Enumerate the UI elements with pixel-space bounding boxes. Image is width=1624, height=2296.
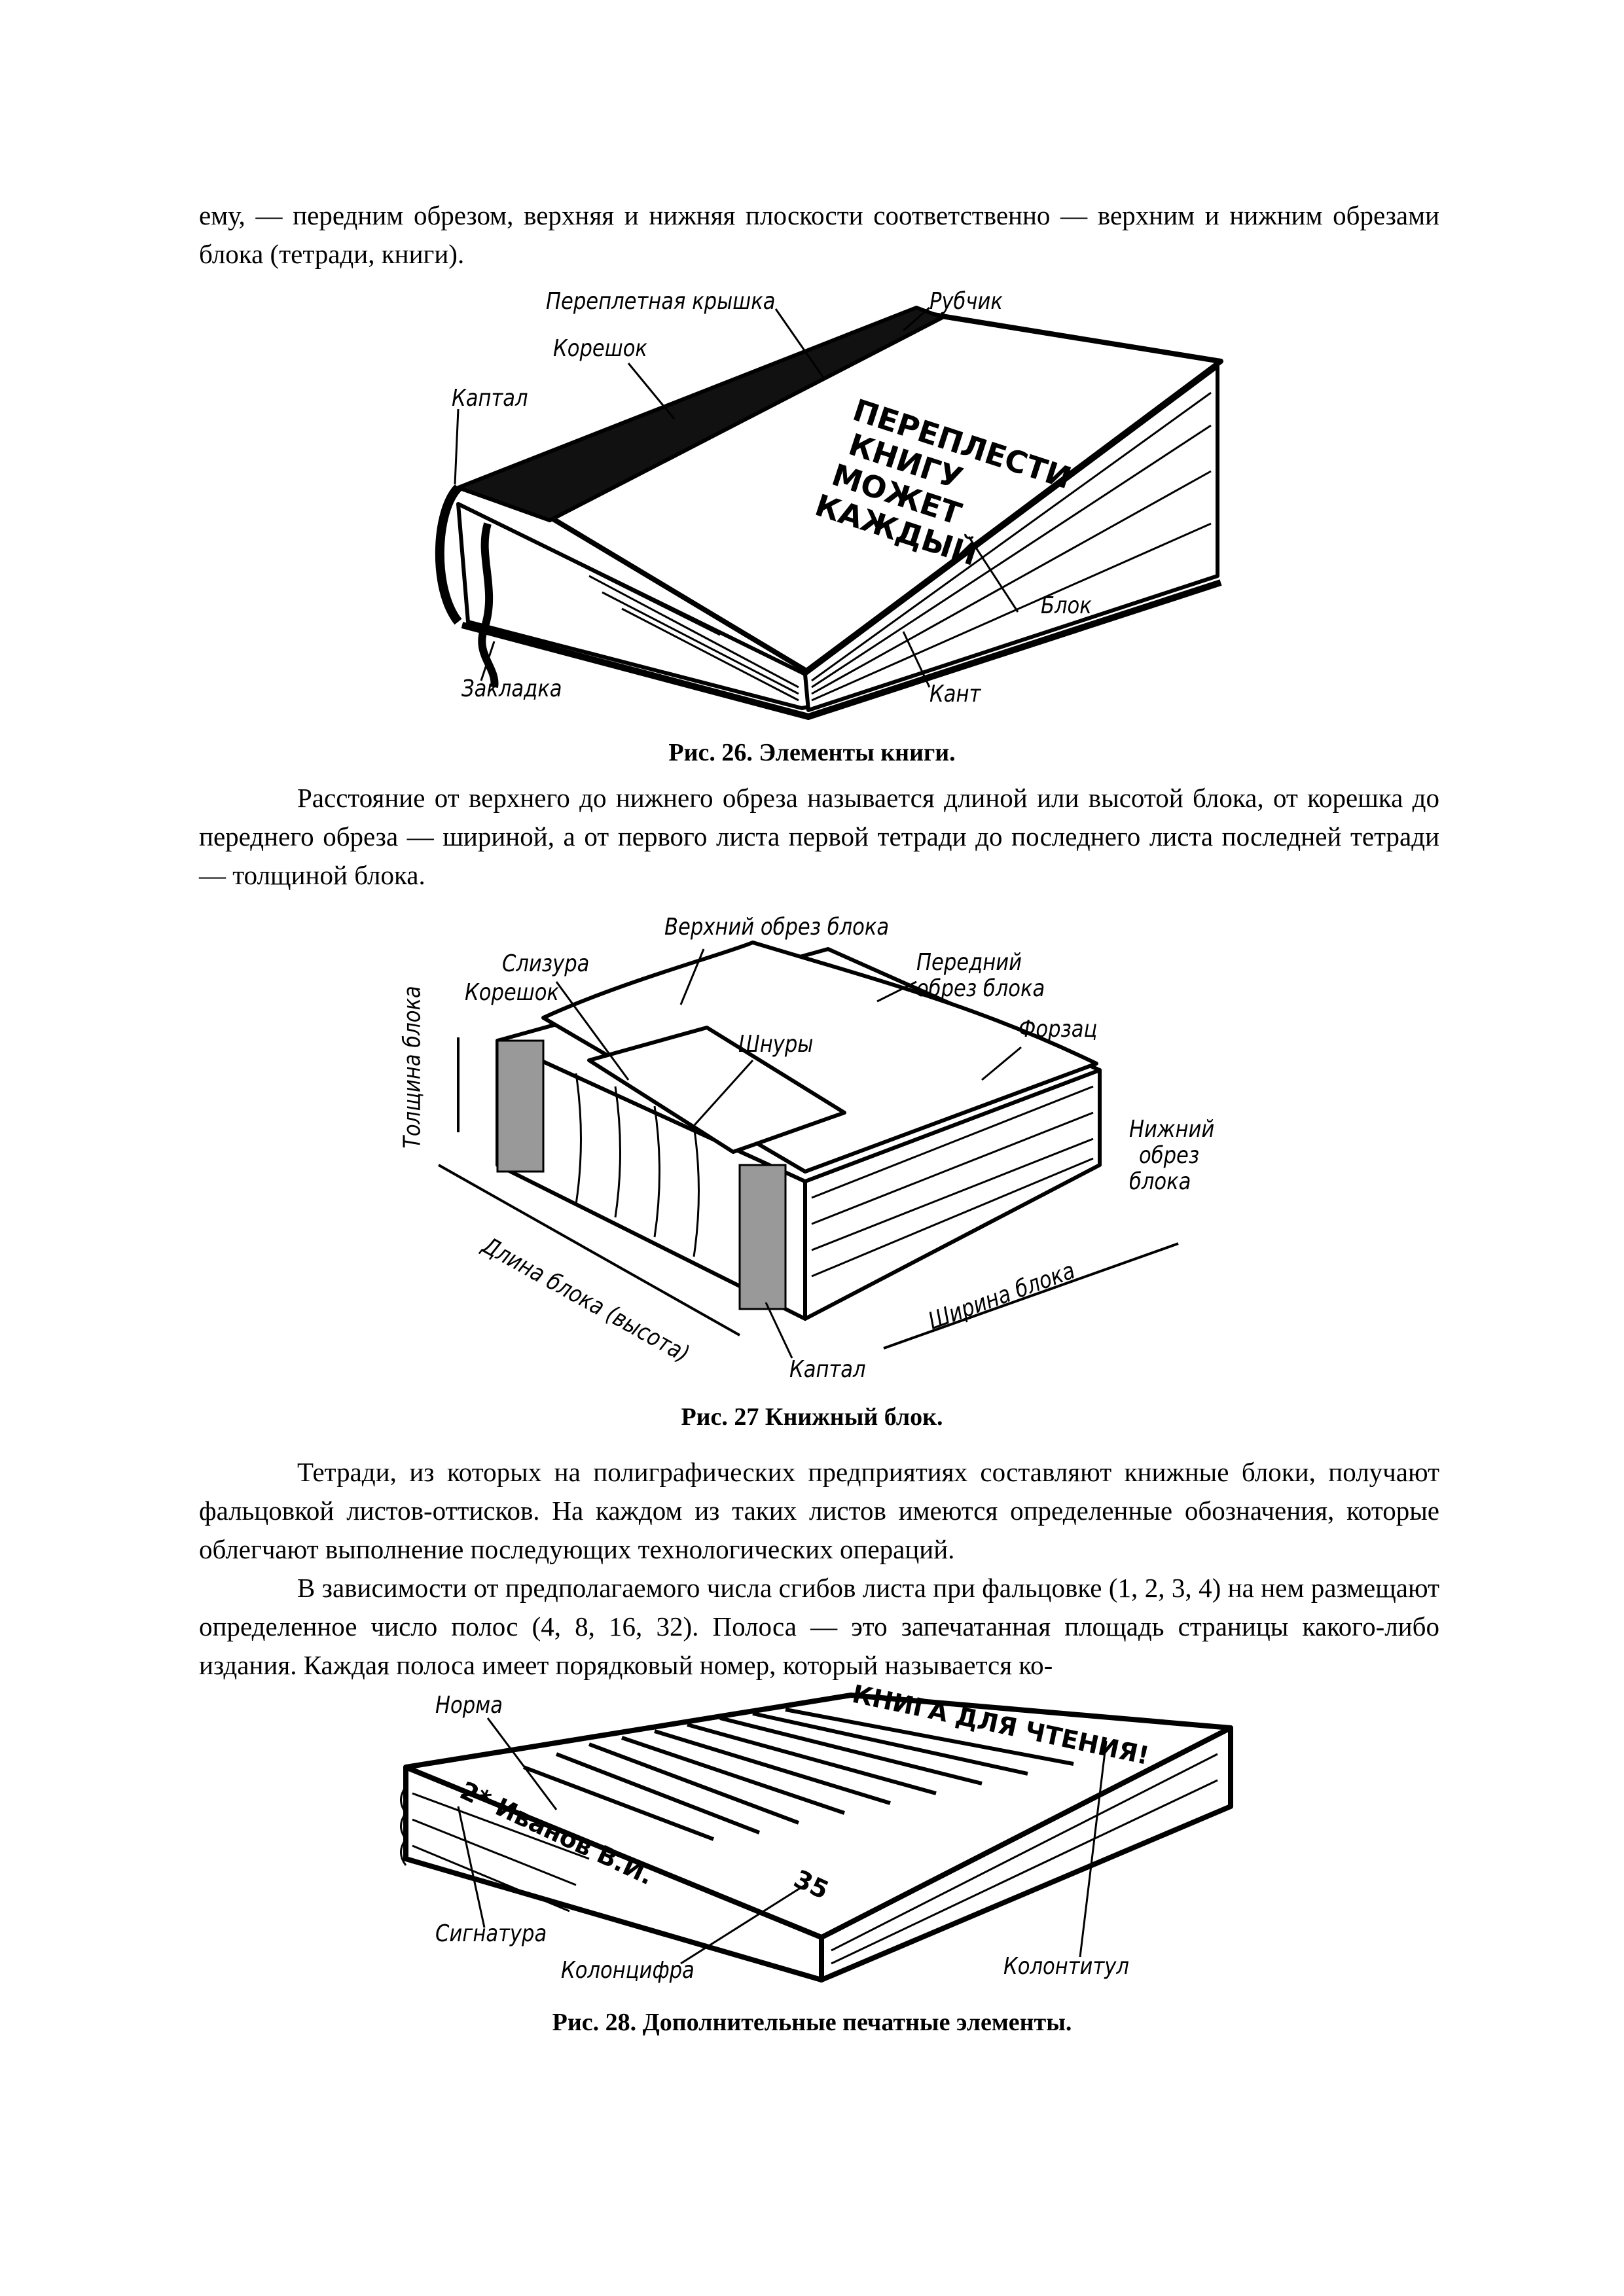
paragraph-intro: ему, — передним обрезом, верхняя и нижня… — [199, 196, 1439, 274]
book-block-side — [456, 502, 810, 710]
label-bookmark: Закладка — [461, 675, 562, 702]
label-signature: Сигнатура — [435, 1920, 547, 1947]
headband-top — [496, 1039, 545, 1173]
book-spine-round — [435, 484, 462, 625]
label-cover: Переплетная крышка — [546, 288, 776, 315]
figure-26-caption: Рис. 26. Элементы книги. — [668, 739, 956, 766]
endpaper-sheet — [541, 941, 1098, 1174]
mull-cloth — [587, 1026, 846, 1154]
label-endpaper: Форзац — [1019, 1016, 1098, 1043]
text-lines — [522, 1708, 1074, 1841]
book-spine-dark — [456, 306, 945, 522]
label-headband: Каптал — [452, 385, 528, 412]
label-edge: Кант — [929, 681, 981, 708]
paragraph-text: В зависимости от предполагаемого числа с… — [199, 1573, 1439, 1680]
label-mull: Слизура — [502, 950, 590, 977]
label-bottom-edge-2: обрез — [1139, 1142, 1200, 1169]
label-headband: Каптал — [789, 1356, 866, 1383]
figure-27-caption: Рис. 27 Книжный блок. — [681, 1403, 943, 1431]
label-cords: Шнуры — [738, 1031, 814, 1058]
figure-28-caption: Рис. 28. Дополнительные печатные элемент… — [552, 2009, 1072, 2036]
label-top-edge: Верхний обрез блока — [664, 914, 890, 941]
label-block: Блок — [1041, 592, 1092, 619]
label-front-edge-1: Передний — [916, 949, 1022, 976]
label-bottom-edge-1: Нижний — [1129, 1116, 1215, 1143]
paragraph-text: Расстояние от верхнего до нижнего обреза… — [199, 783, 1439, 890]
label-spine: Корешок — [553, 335, 647, 362]
label-front-edge-2: обрез блока — [916, 975, 1045, 1002]
paragraph-dimensions: Расстояние от верхнего до нижнего обреза… — [199, 779, 1439, 895]
length-arrow — [438, 1164, 740, 1336]
headband-bottom — [738, 1164, 787, 1310]
paragraph-signatures: Тетради, из которых на полиграфических п… — [199, 1453, 1439, 1685]
label-groove: Рубчик — [929, 288, 1003, 315]
label-running-head: Колонтитул — [1003, 1953, 1129, 1980]
label-bottom-edge-3: блока — [1129, 1168, 1191, 1195]
label-norm: Норма — [435, 1692, 503, 1719]
label-spine: Корешок — [465, 979, 559, 1006]
label-folio: Колонцифра — [561, 1957, 695, 1984]
bookmark-ribbon — [478, 522, 499, 688]
paragraph-text: ему, — передним обрезом, верхняя и нижня… — [199, 200, 1439, 269]
paragraph-text: Тетради, из которых на полиграфических п… — [199, 1457, 1439, 1564]
width-arrow — [883, 1242, 1179, 1350]
